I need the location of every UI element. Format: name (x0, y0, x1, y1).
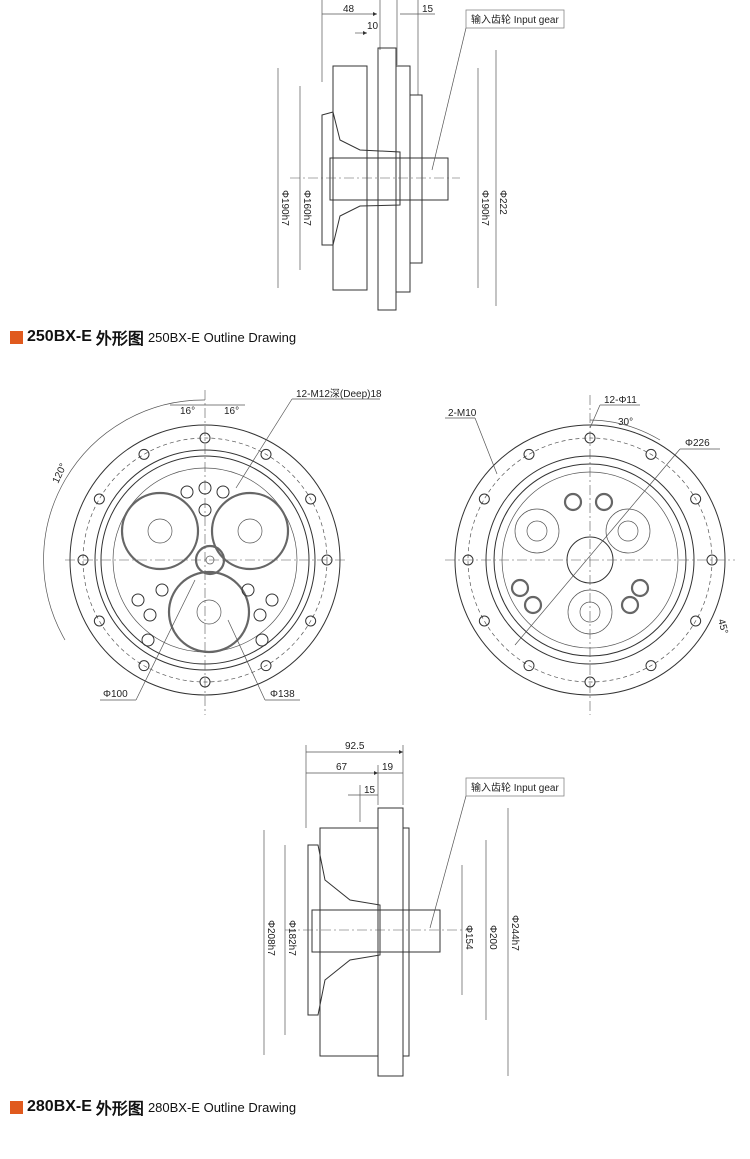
angle-16-right: 16° (224, 406, 239, 417)
bolt-hole (478, 615, 490, 627)
holes-12-m12: 12-M12深(Deep)18 (296, 388, 382, 400)
bolt-hole (523, 660, 535, 672)
dia-182h7: Φ182h7 (286, 920, 297, 956)
dim-67: 67 (336, 762, 348, 773)
dia-244h7: Φ244h7 (509, 915, 520, 951)
screw-hole (523, 595, 543, 615)
input-gear-callout-280: 输入齿轮 Input gear (471, 781, 559, 794)
tapped-hole (141, 633, 155, 647)
dia-160h7: Φ160h7 (301, 190, 312, 226)
dia-200: Φ200 (487, 925, 498, 950)
front-view-right: 12-Φ11 2-M10 30° 45° Φ226 (445, 395, 735, 715)
tapped-hole (241, 583, 255, 597)
screw-hole (620, 595, 640, 615)
tapped-hole (216, 485, 230, 499)
dim-10: 10 (367, 21, 379, 32)
screw-hole (563, 492, 583, 512)
bolt-hole (199, 432, 211, 444)
bolt-hole (77, 554, 89, 566)
dim-48: 48 (343, 4, 355, 15)
bolt-hole (138, 660, 150, 672)
tapped-hole (180, 485, 194, 499)
section-title-280bx-e: 280BX-E 外形图 280BX-E Outline Drawing (10, 1095, 296, 1119)
tapped-hole (265, 593, 279, 607)
bolt-hole (523, 448, 535, 460)
front-view-left: 16° 16° 120° 12-M12深(Deep)18 Φ100 Φ138 (43, 388, 382, 715)
dia-222: Φ222 (497, 190, 508, 215)
dim-19: 19 (382, 762, 394, 773)
tapped-hole (198, 481, 212, 495)
tapped-hole (198, 503, 212, 517)
bottom-side-view: 92.5 67 19 15 Φ208h7 Φ182h7 Φ154 Φ200 Φ2… (263, 741, 565, 1077)
dim-15: 15 (364, 785, 376, 796)
bolt-hole (260, 660, 272, 672)
dia-154: Φ154 (463, 925, 474, 950)
bolt-hole (305, 615, 317, 627)
accent-square (10, 1100, 23, 1114)
bolt-hole (321, 554, 333, 566)
tapped-hole (155, 583, 169, 597)
bolt-hole (706, 554, 718, 566)
bolt-hole (462, 554, 474, 566)
dia-190h7-right: Φ190h7 (479, 190, 490, 226)
dia-100: Φ100 (103, 689, 128, 700)
bolt-hole (199, 676, 211, 688)
input-gear-callout: 输入齿轮 Input gear (471, 13, 559, 26)
bolt-hole (690, 615, 702, 627)
bolt-hole (645, 660, 657, 672)
bolt-hole (478, 493, 490, 505)
angle-30: 30° (618, 417, 633, 428)
tap-2-m10: 2-M10 (448, 408, 477, 419)
dim-92-5: 92.5 (345, 741, 365, 752)
dia-190h7-left: Φ190h7 (279, 190, 290, 226)
bolt-hole (690, 493, 702, 505)
bolt-hole (584, 676, 596, 688)
bolt-hole (138, 448, 150, 460)
screw-hole (594, 492, 614, 512)
dim-15: 15 (422, 4, 434, 15)
accent-square (10, 330, 23, 344)
bolt-hole (645, 448, 657, 460)
angle-120: 120° (51, 462, 70, 485)
tapped-hole (255, 633, 269, 647)
screw-hole (510, 578, 530, 598)
angle-16-left: 16° (180, 406, 195, 417)
tapped-hole (253, 608, 267, 622)
dia-226: Φ226 (685, 438, 710, 449)
tapped-hole (143, 608, 157, 622)
dia-208h7: Φ208h7 (265, 920, 276, 956)
top-side-view: 48 10 15 Φ190h7 Φ160h7 Φ190h7 Φ222 输入齿轮 … (277, 0, 565, 311)
bolt-hole (93, 493, 105, 505)
angle-45: 45° (715, 618, 730, 635)
bolt-hole (305, 493, 317, 505)
screw-hole (630, 578, 650, 598)
tapped-hole (131, 593, 145, 607)
bolt-hole (93, 615, 105, 627)
holes-12-phi11: 12-Φ11 (604, 395, 637, 406)
dia-138: Φ138 (270, 689, 295, 700)
section-title-250bx-e: 250BX-E 外形图 250BX-E Outline Drawing (10, 325, 296, 349)
bolt-hole (584, 432, 596, 444)
bolt-hole (260, 448, 272, 460)
